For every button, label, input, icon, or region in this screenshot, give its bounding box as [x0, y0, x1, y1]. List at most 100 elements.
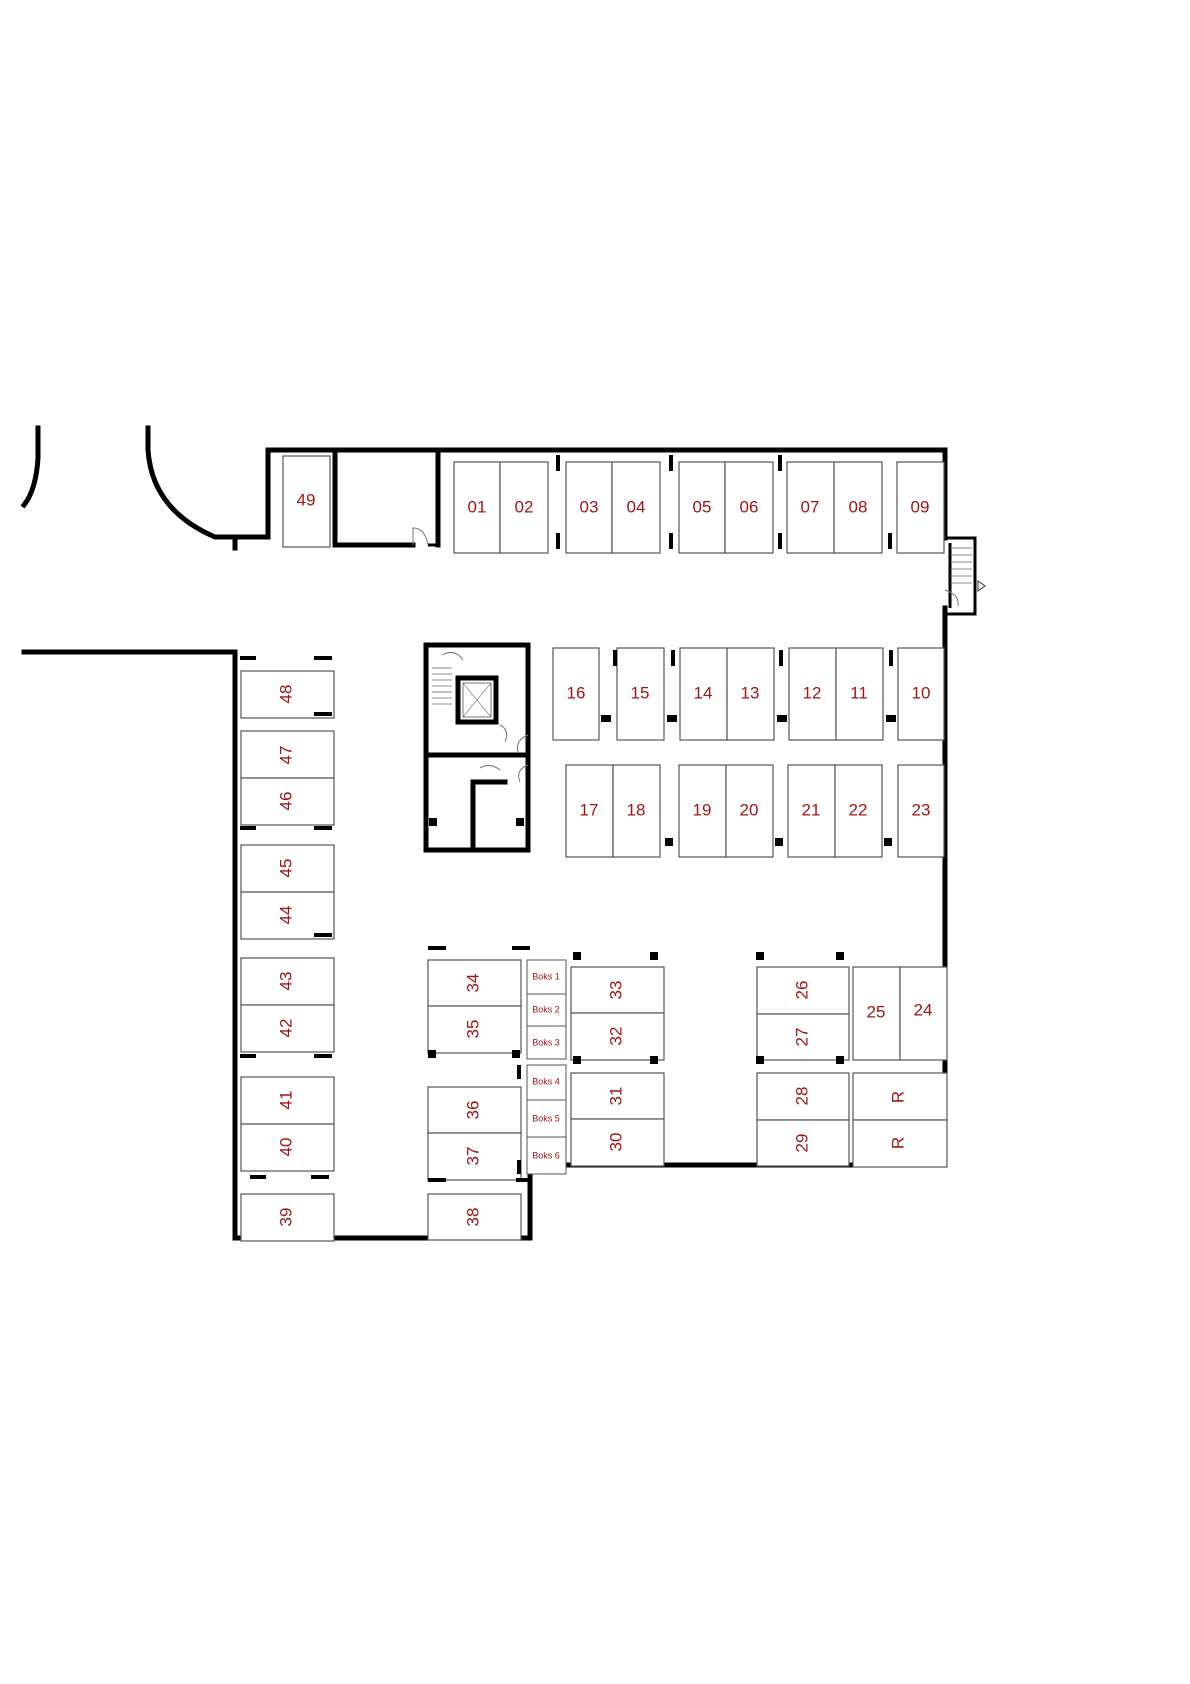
space-label-15: 15	[631, 683, 650, 702]
pillar	[556, 455, 560, 471]
door-swing-icon	[944, 589, 959, 607]
space-40	[240, 1123, 335, 1172]
storage-boxes: Boks 1 Boks 2 Boks 3 Boks 4 Boks 5 Boks …	[526, 959, 567, 1175]
pillar	[669, 455, 673, 471]
storage-box-label-4: Boks 4	[532, 1076, 560, 1086]
space-08	[833, 461, 883, 554]
space-32	[570, 1012, 665, 1061]
pillar	[650, 952, 658, 960]
space-43	[240, 957, 335, 1006]
space-label-14: 14	[694, 683, 713, 702]
space-label-42: 42	[276, 1019, 295, 1038]
space-label-06: 06	[740, 497, 759, 516]
space-label-05: 05	[693, 497, 712, 516]
door-swing-icon	[441, 651, 464, 661]
elevator-cross	[462, 682, 492, 718]
pillar	[778, 533, 782, 549]
pillar	[777, 715, 787, 722]
space-label-40: 40	[276, 1138, 295, 1157]
storage-box-label-6: Boks 6	[532, 1150, 560, 1160]
space-30	[570, 1118, 665, 1167]
space-label-27: 27	[792, 1028, 811, 1047]
space-label-22: 22	[849, 800, 868, 819]
pillar	[573, 1056, 581, 1064]
space-39	[240, 1193, 335, 1242]
pillar	[888, 533, 892, 549]
pillar	[512, 1050, 520, 1058]
pillar	[756, 1056, 764, 1064]
storage-room	[332, 450, 441, 548]
space-label-03: 03	[580, 497, 599, 516]
pillar	[573, 952, 581, 960]
space-42	[240, 1004, 335, 1053]
space-label-39: 39	[276, 1208, 295, 1227]
pillar	[665, 838, 673, 846]
elevator-car	[462, 682, 492, 718]
space-02	[499, 461, 549, 554]
space-15	[616, 647, 665, 741]
space-16	[552, 647, 600, 741]
space-label-25: 25	[867, 1002, 886, 1021]
pillar	[756, 952, 764, 960]
space-label-20: 20	[740, 800, 759, 819]
space-06	[724, 461, 774, 554]
elevator-icon	[455, 675, 499, 725]
space-10	[897, 647, 945, 741]
pillar	[556, 533, 560, 549]
space-r-top	[852, 1072, 948, 1121]
space-23	[897, 764, 945, 858]
space-36	[427, 1086, 522, 1134]
pillar	[886, 715, 896, 722]
entrance-frame	[945, 536, 977, 616]
space-03	[565, 461, 613, 554]
pillar	[429, 818, 437, 826]
pillar	[428, 1050, 436, 1058]
space-label-24: 24	[914, 1000, 933, 1019]
space-label-31: 31	[606, 1087, 625, 1106]
space-label-02: 02	[515, 497, 534, 516]
pillar	[650, 1056, 658, 1064]
core-wall	[423, 642, 531, 853]
space-34	[427, 959, 522, 1007]
space-label-08: 08	[849, 497, 868, 516]
space-17	[565, 764, 614, 858]
space-37	[427, 1132, 522, 1181]
space-24	[899, 966, 948, 1061]
space-r-bottom	[852, 1119, 948, 1168]
space-47	[240, 730, 335, 779]
space-18	[612, 764, 661, 858]
entrance-arrow-icon	[977, 580, 986, 592]
pillar	[314, 826, 332, 830]
storage-box-label-1: Boks 1	[532, 971, 560, 981]
storage-box-2	[526, 993, 567, 1027]
pillar	[779, 650, 783, 666]
space-01	[453, 461, 501, 554]
space-label-r-bottom: R	[888, 1137, 907, 1149]
door-swing-icon	[499, 724, 508, 743]
space-20	[725, 764, 774, 858]
pillar	[240, 656, 256, 660]
space-label-13: 13	[741, 683, 760, 702]
space-09	[896, 461, 945, 554]
pillar	[775, 838, 783, 846]
stairs-icon	[432, 667, 452, 705]
door-swing-icon	[479, 764, 501, 771]
storage-box-3	[526, 1025, 567, 1060]
door-swing-icon	[412, 527, 429, 546]
space-25	[852, 966, 901, 1061]
storage-box-label-3: Boks 3	[532, 1037, 560, 1047]
space-label-33: 33	[606, 981, 625, 1000]
space-31	[570, 1072, 665, 1120]
space-48	[240, 670, 335, 719]
space-19	[678, 764, 727, 858]
pillar	[613, 650, 617, 666]
pillar	[314, 712, 332, 716]
pillar	[517, 1065, 521, 1079]
space-12	[788, 647, 837, 741]
space-label-38: 38	[463, 1208, 482, 1227]
space-label-47: 47	[276, 746, 295, 765]
space-28	[756, 1072, 850, 1121]
space-29	[756, 1119, 850, 1167]
space-label-41: 41	[276, 1091, 295, 1110]
